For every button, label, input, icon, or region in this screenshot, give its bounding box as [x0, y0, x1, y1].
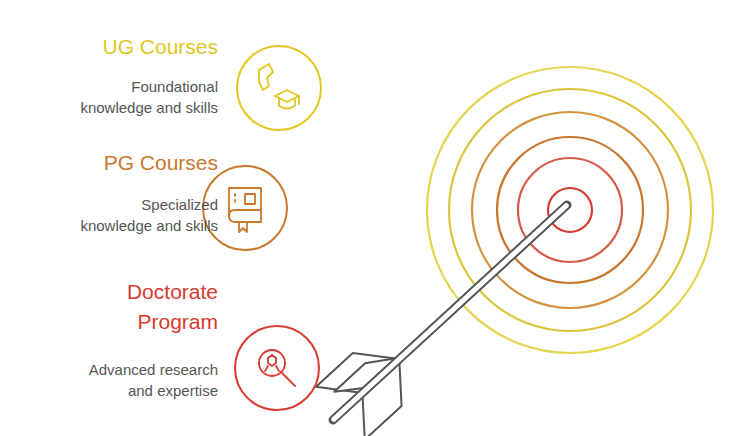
level-heading: UG Courses [18, 32, 218, 62]
level-heading: Doctorate Program [78, 277, 218, 337]
target-ring [449, 89, 691, 331]
icon-circle [229, 38, 329, 138]
target-ring [548, 188, 592, 232]
target-ring [472, 112, 668, 308]
target-ring [497, 137, 643, 283]
level-description: Advanced research and expertise [68, 359, 218, 401]
course-level: PG CoursesSpecialized knowledge and skil… [0, 148, 340, 288]
arrow [316, 205, 567, 436]
arrow-shaft [333, 205, 567, 420]
level-description: Specialized knowledge and skills [68, 194, 218, 236]
icon-circle [227, 318, 327, 418]
arrow-shaft-inner [334, 206, 567, 420]
target-ring [427, 67, 713, 353]
level-heading: PG Courses [18, 148, 218, 178]
course-level: Doctorate ProgramAdvanced research and e… [0, 277, 340, 417]
target-ring [518, 158, 622, 262]
target-rings [427, 67, 713, 353]
level-description: Foundational knowledge and skills [68, 76, 218, 118]
